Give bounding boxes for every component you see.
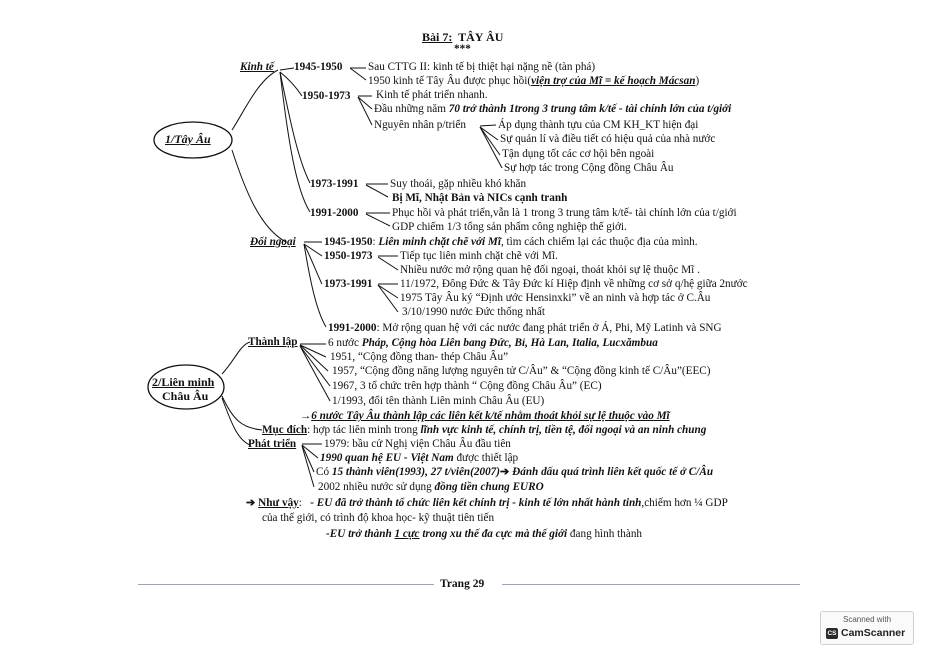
growth-reasons-label: Nguyên nhân p/triển: [374, 119, 466, 131]
lesson-topic: TÂY ÂU: [458, 30, 504, 44]
root-node-eu-line1: 2/Liên minh: [152, 375, 215, 389]
root-node-tay-au: 1/Tây Âu: [165, 132, 211, 146]
econ-1973-line2: Bị Mĩ, Nhật Bản và NICs cạnh tranh: [392, 192, 568, 204]
arrow-right-icon: ➔: [499, 466, 510, 478]
foreign-1973-line1: 11/1972, Đông Đức & Tây Đức kí Hiệp định…: [400, 278, 748, 290]
arrow-right-icon: →: [300, 410, 312, 422]
econ-1991-line1: Phục hồi và phát triển,vẫn là 1 trong 3 …: [392, 207, 737, 219]
econ-1950-line2: Đầu những năm 70 trở thành 1trong 3 trun…: [374, 103, 732, 115]
foreign-1991: 1991-2000: Mở rộng quan hệ với các nước …: [328, 322, 722, 334]
branch-kinh-te: Kinh tế: [240, 61, 274, 73]
footer-rule-left: [138, 584, 434, 585]
founding-line3: 1957, “Cộng đồng năng lượng nguyên tử C/…: [332, 365, 711, 377]
lesson-title: Bài 7: TÂY ÂU: [422, 31, 503, 44]
period-1973-1991-foreign: 1973-1991: [324, 278, 373, 290]
founding-line4: 1967, 3 tổ chức trên hợp thành “ Cộng đồ…: [332, 380, 602, 392]
econ-1973-line1: Suy thoái, gặp nhiều khó khăn: [390, 178, 527, 190]
dev-line2: 1990 quan hệ EU - Việt Nam được thiết lậ…: [320, 452, 519, 464]
founding-conclusion: →6 nước Tây Âu thành lập các liên kết k/…: [300, 410, 670, 422]
camscanner-logo-icon: CS: [826, 628, 838, 639]
period-1973-1991: 1973-1991: [310, 178, 359, 190]
foreign-1950-line1: Tiếp tục liên minh chặt chẽ với Mĩ.: [400, 250, 558, 262]
growth-reason-item: Sự quản lí và điều tiết có hiệu quả của …: [500, 133, 716, 145]
root-node-eu-line2: Châu Âu: [162, 389, 209, 403]
branch-thanh-lap: Thành lập: [248, 336, 298, 348]
root-node-outline: [147, 364, 225, 410]
dev-line1: 1979: bầu cử Nghị viện Châu Âu đầu tiên: [324, 438, 511, 450]
period-1945-1950: 1945-1950: [294, 61, 343, 73]
eu-purpose: Mục đích: hợp tác liên minh trong lĩnh v…: [262, 424, 707, 436]
summary-line3: -EU trở thành 1 cực trong xu thế đa cực …: [326, 528, 643, 540]
dev-line3: Có 15 thành viên(1993), 27 t/viên(2007)➔…: [316, 466, 714, 478]
econ-1945-line1: Sau CTTG II: kinh tế bị thiệt hại nặng n…: [368, 61, 596, 73]
camscanner-watermark: Scanned with CS CamScanner: [820, 611, 914, 645]
scanned-with-label: Scanned with: [842, 615, 892, 624]
foreign-1950-line2: Nhiều nước mở rộng quan hệ đối ngoại, th…: [400, 264, 700, 276]
founding-line2: 1951, “Cộng đồng than- thép Châu Âu”: [330, 351, 509, 363]
econ-1991-line2: GDP chiếm 1/3 tổng sản phẩm công nghiệp …: [392, 221, 627, 233]
econ-1950-line1: Kinh tế phát triển nhanh.: [376, 89, 488, 101]
growth-reason-item: Tận dụng tốt các cơ hội bên ngoài: [502, 148, 655, 160]
summary-line2: của thế giới, có trình độ khoa học- kỹ t…: [262, 512, 495, 524]
founding-line5: 1/1993, đổi tên thành Liên minh Châu Âu …: [332, 395, 545, 407]
camscanner-name: CamScanner: [841, 627, 906, 639]
econ-1945-line2: 1950 kinh tế Tây Âu được phục hồi(viện t…: [368, 75, 700, 87]
founding-line1: 6 nước Pháp, Cộng hòa Liên bang Đức, Bỉ,…: [328, 337, 658, 349]
summary-line1: ➔ Như vậy: - EU đã trở thành tổ chức liê…: [246, 497, 728, 509]
foreign-1973-line2: 1975 Tây Âu ký “Định ước Hensinxki” về a…: [400, 292, 711, 304]
title-stars: ***: [454, 43, 471, 55]
arrow-right-icon: ➔: [246, 497, 256, 509]
period-1991-2000: 1991-2000: [310, 207, 359, 219]
branch-doi-ngoai: Đối ngoại: [250, 236, 296, 248]
page-number: Trang 29: [440, 578, 485, 590]
period-1950-1973-foreign: 1950-1973: [324, 250, 373, 262]
period-1950-1973: 1950-1973: [302, 90, 351, 102]
root-node-outline: [153, 121, 233, 159]
lesson-number: Bài 7:: [422, 30, 453, 44]
foreign-1973-line3: 3/10/1990 nước Đức thống nhất: [402, 306, 545, 318]
foreign-1945: 1945-1950: Liên minh chặt chẽ với Mĩ, tì…: [324, 236, 698, 248]
footer-rule-right: [502, 584, 800, 585]
branch-phat-trien: Phát triển: [248, 438, 297, 450]
dev-line4: 2002 nhiều nước sử dụng đồng tiền chung …: [318, 481, 544, 493]
growth-reason-item: Sự hợp tác trong Cộng đồng Châu Âu: [504, 162, 674, 174]
growth-reason-item: Áp dụng thành tựu của CM KH_KT hiện đại: [498, 119, 699, 131]
